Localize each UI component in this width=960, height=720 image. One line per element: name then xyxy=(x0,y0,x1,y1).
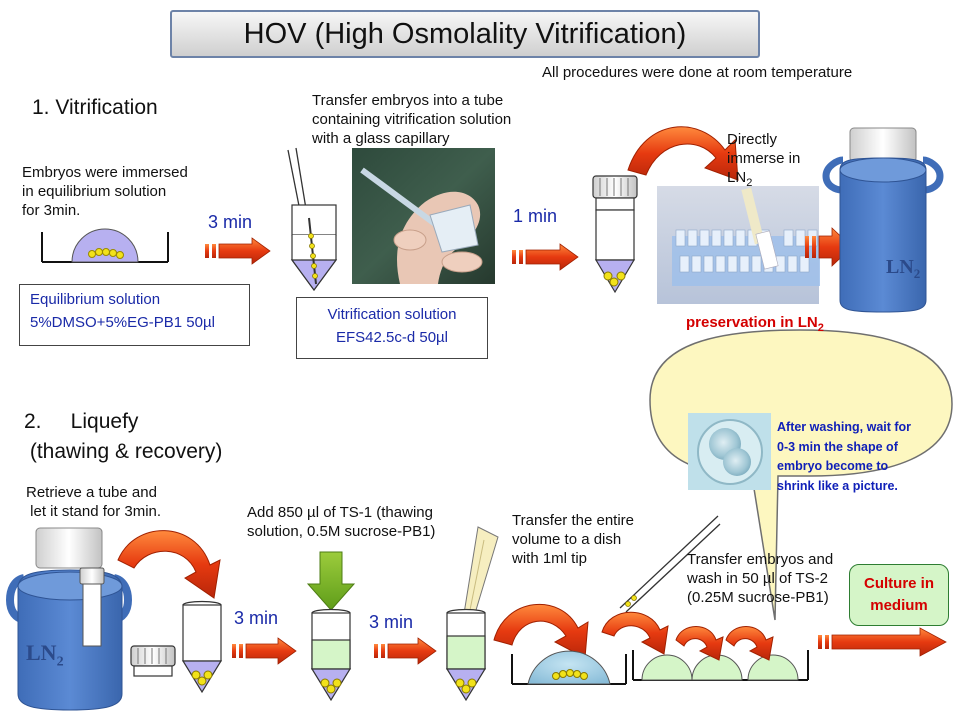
arrow-right-icon xyxy=(818,627,947,657)
ln2-text: LN xyxy=(26,640,57,665)
curved-arrow-icon xyxy=(601,611,669,655)
time-label: 3 min xyxy=(234,608,279,628)
arrow-down-icon xyxy=(306,551,356,611)
equilibrium-note-line: in equilibrium solution xyxy=(22,183,167,200)
bubble-note-line: After washing, wait for xyxy=(777,420,912,434)
retrieve-note-line: let it stand for 3min. xyxy=(26,503,162,520)
equilibrium-dish xyxy=(41,228,169,263)
vitrification-solution-name: Vitrification solution xyxy=(327,306,457,323)
transfer-note-line: with a glass capillary xyxy=(312,130,450,147)
ln2-subscript: 2 xyxy=(913,266,921,281)
page-title: HOV (High Osmolality Vitrification) xyxy=(170,10,760,58)
wash-note-line: wash in 50 µl of TS-2 xyxy=(687,570,828,587)
bubble-note-line: 0-3 min the shape of xyxy=(777,439,898,454)
transfer-note-line: Transfer embryos into a tube xyxy=(312,92,504,109)
transfer-note: Transfer embryos into a tube containing … xyxy=(312,91,511,148)
ts1-tube xyxy=(310,608,352,702)
preservation-subscript: 2 xyxy=(817,322,824,334)
ln2-rack-photo xyxy=(657,186,820,304)
equilibrium-solution-name: Equilibrium solution xyxy=(30,291,161,308)
immerse-ln-text: LN xyxy=(727,169,747,186)
ln2-dewar-label: LN2 xyxy=(886,256,920,282)
time-label: 3 min xyxy=(208,212,253,232)
arrow-right-icon xyxy=(512,243,579,271)
immerse-note-line: Directly xyxy=(727,131,778,148)
immerse-note-line: immerse in xyxy=(727,150,801,167)
culture-box-line: medium xyxy=(870,597,928,614)
transfer-dish-note-line: volume to a dish xyxy=(512,531,622,548)
immerse-note: Directly immerse in LN2 xyxy=(727,130,800,193)
room-temperature-note: All procedures were done at room tempera… xyxy=(542,64,853,81)
wash-note-line: (0.25M sucrose-PB1) xyxy=(687,589,829,606)
culture-box-line: Culture in xyxy=(864,575,934,592)
retrieve-note-line: Retrieve a tube and xyxy=(26,484,157,501)
wash-tube xyxy=(445,608,487,702)
curved-arrow-icon xyxy=(725,626,774,661)
add-ts1-note-line: solution, 0.5M sucrose-PB1) xyxy=(247,523,436,540)
immerse-subscript: 2 xyxy=(746,177,753,189)
hand-tube-photo xyxy=(352,148,495,284)
section2-heading: 2. Liquefy (thawing & recovery) xyxy=(24,407,222,467)
preservation-label: preservation in LN2 xyxy=(686,314,824,334)
add-ts1-note: Add 850 µl of TS-1 (thawing solution, 0.… xyxy=(247,503,435,541)
curved-arrow-icon xyxy=(493,603,589,659)
curved-arrow-icon xyxy=(117,530,221,599)
arrow-right-icon xyxy=(232,637,297,665)
equilibrium-solution-recipe: 5%DMSO+5%EG-PB1 50µl xyxy=(30,314,215,331)
transfer-dish-note-line: with 1ml tip xyxy=(512,550,588,567)
ln2-dewar-large xyxy=(5,527,133,711)
arrow-right-icon xyxy=(374,637,437,665)
vitrification-solution-box: Vitrification solution EFS42.5c-d 50µl xyxy=(296,297,488,359)
time-label: 1 min xyxy=(513,206,558,226)
ln2-dewar-label: LN2 xyxy=(26,640,64,670)
section2-heading-line: 2. Liquefy xyxy=(24,410,139,433)
wash-note: Transfer embryos and wash in 50 µl of TS… xyxy=(687,550,833,607)
curved-arrow-icon xyxy=(675,626,724,661)
transfer-dish-note: Transfer the entire volume to a dish wit… xyxy=(512,511,634,568)
ln2-text: LN xyxy=(886,256,914,278)
culture-dish xyxy=(511,650,627,685)
culture-medium-box: Culture in medium xyxy=(849,564,949,626)
preservation-text: preservation in LN xyxy=(686,314,818,331)
ln2-subscript: 2 xyxy=(56,654,64,670)
time-label: 3 min xyxy=(369,612,414,632)
arrow-right-icon xyxy=(205,237,271,265)
transfer-dish-note-line: Transfer the entire xyxy=(512,512,634,529)
glass-capillary xyxy=(619,515,721,613)
section1-heading: 1. Vitrification xyxy=(32,96,158,119)
wash-note-line: Transfer embryos and xyxy=(687,551,834,568)
add-ts1-note-line: Add 850 µl of TS-1 (thawing xyxy=(247,504,433,521)
equilibrium-note-line: for 3min. xyxy=(22,202,81,219)
equilibrium-note: Embryos were immersed in equilibrium sol… xyxy=(22,163,188,220)
transfer-note-line: containing vitrification solution xyxy=(312,111,512,128)
tube-cap xyxy=(130,645,176,677)
equilibrium-solution-box: Equilibrium solution 5%DMSO+5%EG-PB1 50µ… xyxy=(19,284,250,346)
wash-drops-dish xyxy=(632,650,809,681)
vitrification-tube xyxy=(287,147,338,292)
section2-heading-line: (thawing & recovery) xyxy=(24,440,223,463)
vitrification-solution-recipe: EFS42.5c-d 50µl xyxy=(335,329,449,346)
curved-arrow-icon xyxy=(627,126,739,181)
embryo-micrograph xyxy=(688,413,771,490)
bubble-note-line: embryo become to xyxy=(777,459,889,473)
bubble-note-line: shrink like a picture. xyxy=(777,478,898,493)
immerse-note-line: LN2 xyxy=(727,168,800,193)
ln2-dewar xyxy=(822,127,944,313)
retrieved-tube xyxy=(181,600,223,694)
retrieve-note: Retrieve a tube and let it stand for 3mi… xyxy=(26,483,161,521)
capped-tube xyxy=(592,175,638,294)
bubble-note: After washing, wait for 0-3 min the shap… xyxy=(777,418,911,496)
equilibrium-note-line: Embryos were immersed xyxy=(22,164,188,181)
